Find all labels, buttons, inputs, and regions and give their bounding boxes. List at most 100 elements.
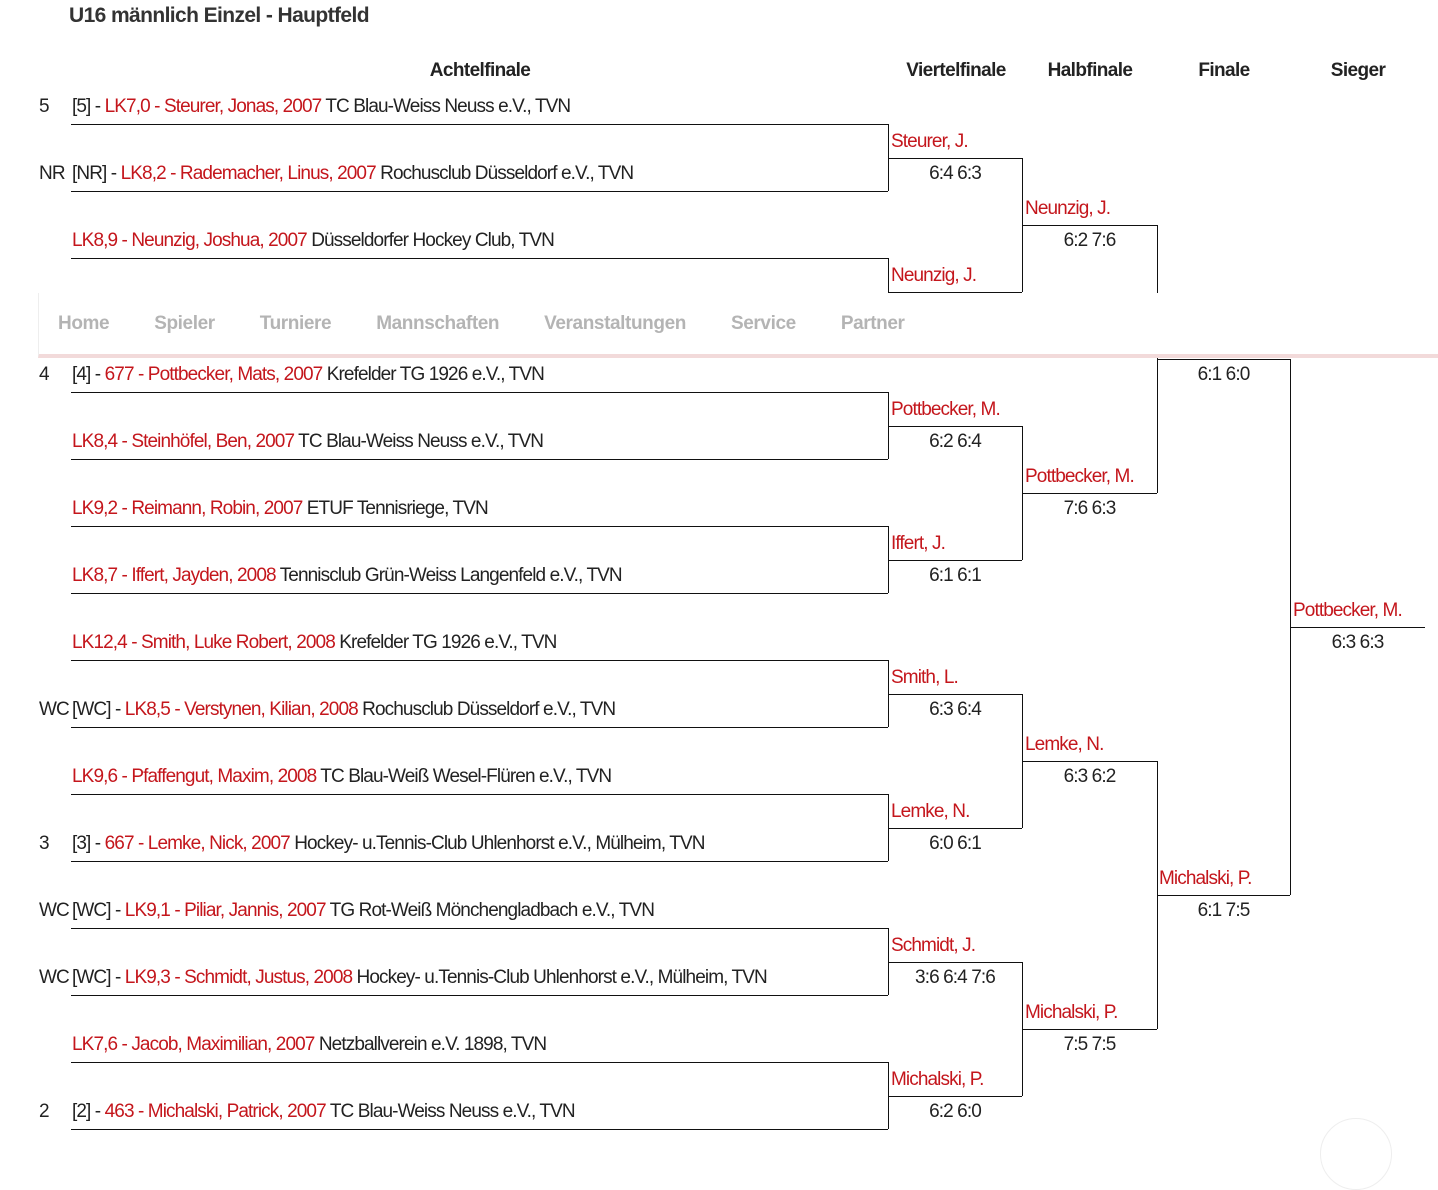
seed-prefix: [WC] - <box>72 967 125 988</box>
winner-link[interactable]: Michalski, P. <box>1025 1002 1118 1023</box>
player-link[interactable]: LK8,2 - Rademacher, Linus, 2007 <box>120 163 377 184</box>
bracket-line <box>888 1096 1022 1097</box>
winner-link[interactable]: Lemke, N. <box>891 801 970 822</box>
bracket-line <box>888 292 1022 293</box>
draw-line <box>71 258 888 259</box>
winner-link[interactable]: Smith, L. <box>891 667 959 688</box>
draw-line <box>71 794 888 795</box>
bracket-connector <box>888 392 889 459</box>
player-link[interactable]: LK7,0 - Steurer, Jonas, 2007 <box>104 96 323 117</box>
player-club: TC Blau-Weiss Neuss e.V., TVN <box>325 1101 576 1122</box>
bracket-connector <box>888 526 889 593</box>
main-navigation: Home Spieler Turniere Mannschaften Veran… <box>38 293 1438 358</box>
winner-link[interactable]: Neunzig, J. <box>1025 198 1111 219</box>
player-entry: LK9,2 - Reimann, Robin, 2007 ETUF Tennis… <box>72 494 489 524</box>
player-link[interactable]: LK9,6 - Pfaffengut, Maxim, 2008 <box>72 766 317 787</box>
bracket-connector <box>888 124 889 191</box>
seed-label: 5 <box>39 96 50 117</box>
player-entry: LK12,4 - Smith, Luke Robert, 2008 Krefel… <box>72 628 557 658</box>
seed-prefix: [4] - <box>72 364 105 385</box>
draw-line <box>71 593 888 594</box>
nav-turniere[interactable]: Turniere <box>259 312 332 334</box>
winner-link[interactable]: Schmidt, J. <box>891 935 976 956</box>
winner-link[interactable]: Steurer, J. <box>891 131 969 152</box>
seed-label: WC <box>39 699 70 720</box>
page-title: U16 männlich Einzel - Hauptfeld <box>69 4 370 27</box>
player-link[interactable]: LK12,4 - Smith, Luke Robert, 2008 <box>72 632 336 653</box>
player-entry: [WC] - LK9,1 - Piliar, Jannis, 2007 TG R… <box>72 896 655 926</box>
player-club: Hockey- u.Tennis-Club Uhlenhorst e.V., M… <box>352 967 768 988</box>
draw-line <box>71 861 888 862</box>
draw-line <box>71 191 888 192</box>
match-score: 6:1 7:5 <box>1197 900 1251 921</box>
player-club: TC Blau-Weiss Neuss e.V., TVN <box>321 96 571 117</box>
draw-line <box>71 995 888 996</box>
player-link[interactable]: LK8,9 - Neunzig, Joshua, 2007 <box>72 230 308 251</box>
bracket-line <box>888 828 1022 829</box>
player-club: ETUF Tennisriege, TVN <box>302 498 489 519</box>
player-club: Krefelder TG 1926 e.V., TVN <box>334 632 557 653</box>
player-link[interactable]: LK8,7 - Iffert, Jayden, 2008 <box>72 565 277 586</box>
player-link[interactable]: LK7,6 - Jacob, Maximilian, 2007 <box>72 1034 315 1055</box>
winner-link[interactable]: Lemke, N. <box>1025 734 1104 755</box>
bracket-line <box>888 694 1022 695</box>
seed-prefix: [3] - <box>72 833 105 854</box>
match-score: 6:1 6:0 <box>1197 364 1251 385</box>
match-score: 6:2 7:6 <box>1063 230 1117 251</box>
player-entry: LK8,4 - Steinhöfel, Ben, 2007 TC Blau-We… <box>72 427 544 457</box>
bracket-line <box>1022 1029 1157 1030</box>
bracket-line <box>1157 359 1290 360</box>
player-link[interactable]: LK8,4 - Steinhöfel, Ben, 2007 <box>72 431 295 452</box>
player-link[interactable]: 667 - Lemke, Nick, 2007 <box>104 833 291 854</box>
player-link[interactable]: LK8,5 - Verstynen, Kilian, 2008 <box>124 699 359 720</box>
match-score: 6:3 6:2 <box>1063 766 1117 787</box>
player-link[interactable]: 677 - Pottbecker, Mats, 2007 <box>104 364 324 385</box>
winner-link[interactable]: Iffert, J. <box>891 533 946 554</box>
seed-prefix: [WC] - <box>72 900 125 921</box>
round-header-finale: Finale <box>1198 60 1250 81</box>
nav-partner[interactable]: Partner <box>840 312 905 334</box>
round-header-sieger: Sieger <box>1330 60 1386 81</box>
draw-line <box>71 928 888 929</box>
match-score: 6:2 6:0 <box>929 1101 982 1122</box>
round-header-halbfinale: Halbfinale <box>1047 60 1133 81</box>
scroll-top-button[interactable] <box>1320 1118 1392 1190</box>
match-score: 6:3 6:4 <box>929 699 982 720</box>
player-club: TC Blau-Weiß Wesel-Flüren e.V., TVN <box>316 766 612 787</box>
match-score: 6:2 6:4 <box>929 431 982 452</box>
champion-link[interactable]: Pottbecker, M. <box>1293 600 1403 621</box>
bracket-line <box>1157 895 1290 896</box>
draw-line <box>71 459 888 460</box>
match-score: 7:5 7:5 <box>1063 1034 1117 1055</box>
nav-mannschaften[interactable]: Mannschaften <box>376 312 500 334</box>
winner-link[interactable]: Michalski, P. <box>1159 868 1252 889</box>
seed-label: 2 <box>39 1101 50 1122</box>
seed-prefix: [5] - <box>72 96 105 117</box>
winner-link[interactable]: Pottbecker, M. <box>1025 466 1135 487</box>
nav-home[interactable]: Home <box>58 312 110 334</box>
player-entry: [3] - 667 - Lemke, Nick, 2007 Hockey- u.… <box>72 829 705 859</box>
nav-veranstaltungen[interactable]: Veranstaltungen <box>544 312 686 334</box>
nav-service[interactable]: Service <box>730 312 796 334</box>
player-link[interactable]: LK9,3 - Schmidt, Justus, 2008 <box>124 967 353 988</box>
player-link[interactable]: 463 - Michalski, Patrick, 2007 <box>104 1101 327 1122</box>
match-score: 6:4 6:3 <box>929 163 982 184</box>
bracket-connector <box>888 1062 889 1129</box>
winner-link[interactable]: Michalski, P. <box>891 1069 984 1090</box>
seed-label: 4 <box>39 364 50 385</box>
draw-line <box>71 1129 888 1130</box>
winner-link[interactable]: Pottbecker, M. <box>891 399 1001 420</box>
match-score: 7:6 6:3 <box>1063 498 1117 519</box>
player-link[interactable]: LK9,2 - Reimann, Robin, 2007 <box>72 498 303 519</box>
champion-score: 6:3 6:3 <box>1331 632 1385 653</box>
player-entry: LK9,6 - Pfaffengut, Maxim, 2008 TC Blau-… <box>72 762 612 792</box>
player-entry: [NR] - LK8,2 - Rademacher, Linus, 2007 R… <box>72 159 634 189</box>
seed-label: NR <box>39 163 66 184</box>
winner-link[interactable]: Neunzig, J. <box>891 265 977 286</box>
nav-spieler[interactable]: Spieler <box>154 312 215 334</box>
draw-line <box>71 727 888 728</box>
bracket-connector <box>888 258 889 325</box>
player-link[interactable]: LK9,1 - Piliar, Jannis, 2007 <box>124 900 327 921</box>
bracket-line <box>1022 761 1157 762</box>
seed-label: WC <box>39 967 70 988</box>
